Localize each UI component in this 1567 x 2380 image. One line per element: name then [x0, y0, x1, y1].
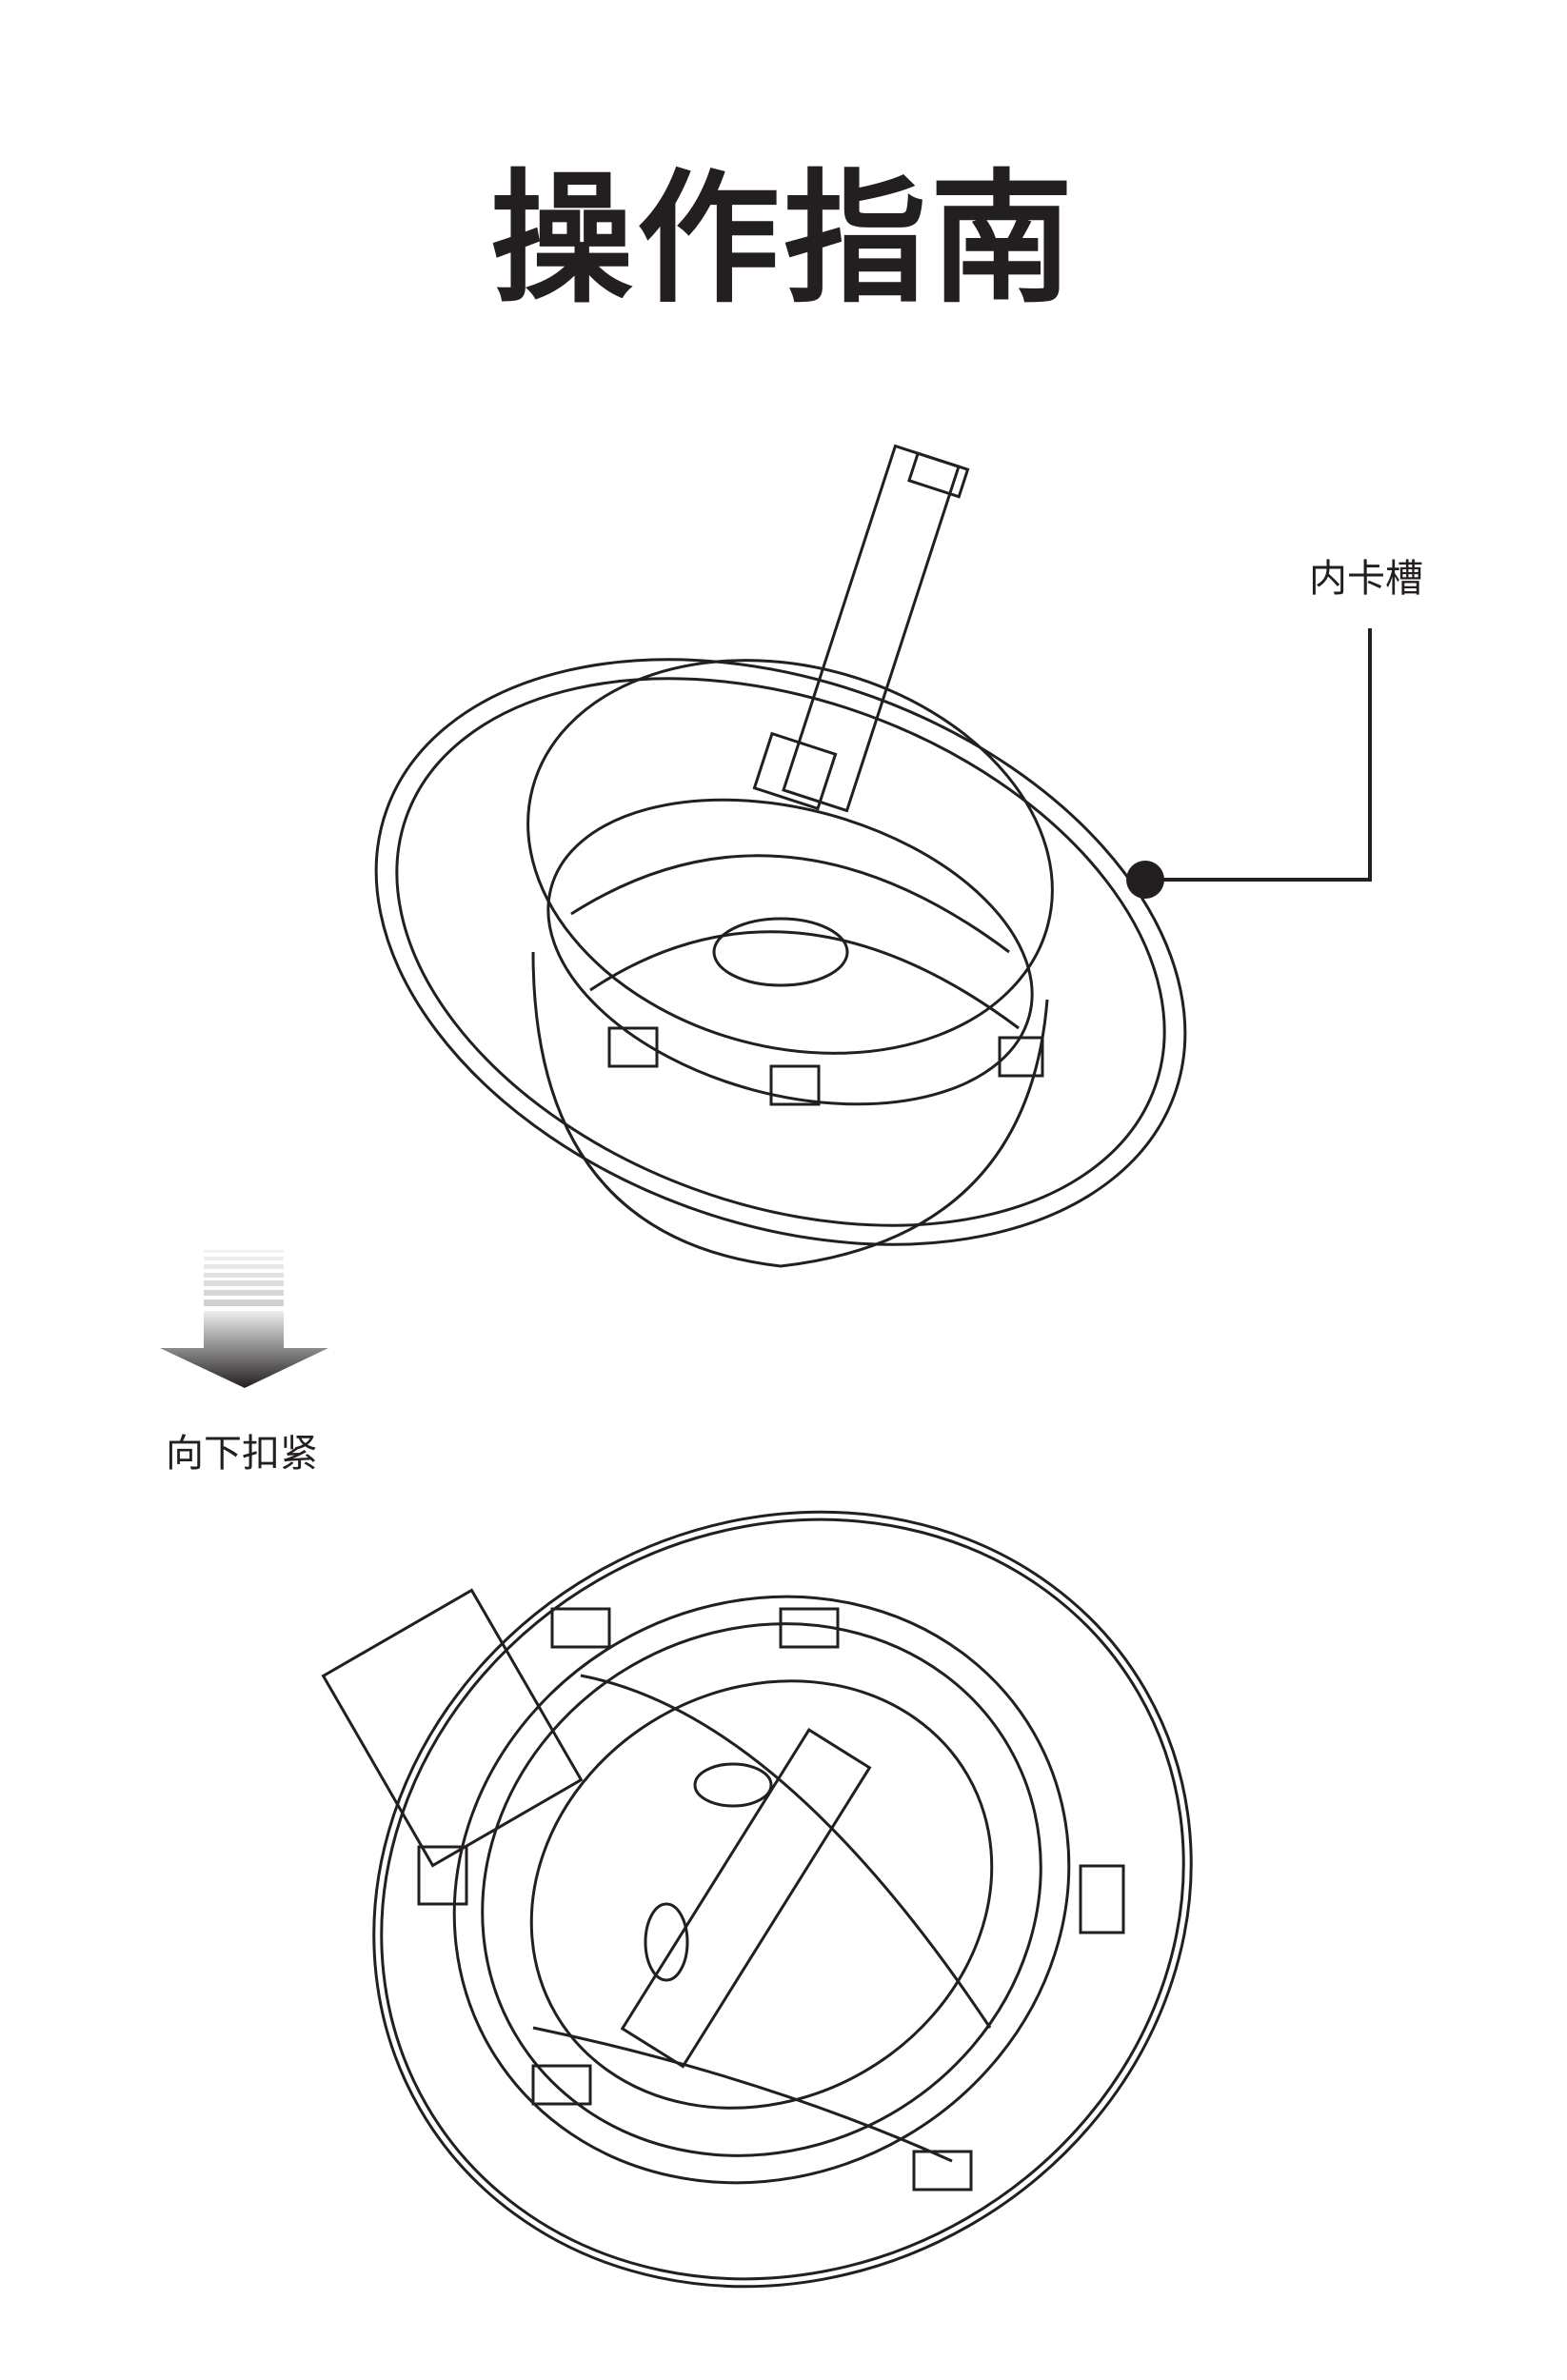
down-arrow-icon [160, 1250, 328, 1388]
page-title: 操作指南 [489, 157, 1077, 323]
helmet-side-view [374, 444, 1187, 1268]
helmet-bottom-view [321, 1510, 1193, 2289]
callout-line [1145, 628, 1372, 882]
callout-leader [1126, 628, 1372, 899]
inner-slot-label: 内卡槽 [1309, 557, 1423, 601]
fasten-down-label: 向下扣紧 [166, 1432, 318, 1476]
